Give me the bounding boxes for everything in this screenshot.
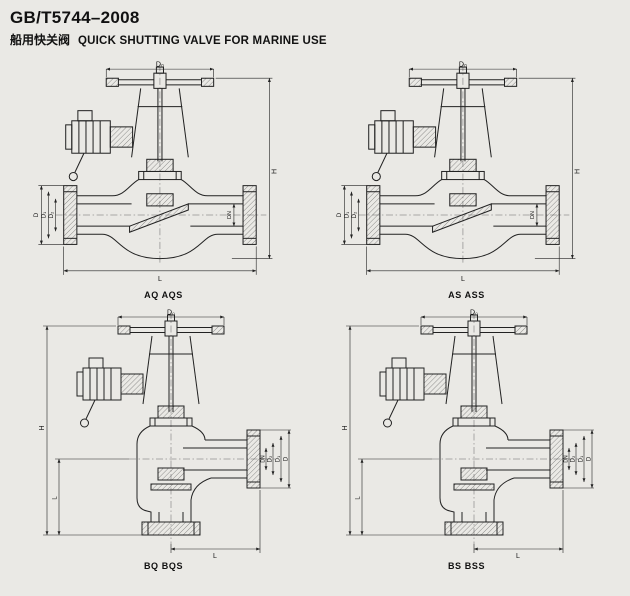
figure-bq-bqs: BQ BQS: [33, 308, 295, 571]
valve-drawing-bq-bqs: [33, 308, 295, 560]
title-chinese: 船用快关阀: [10, 33, 71, 47]
document-header: GB/T5744–2008 船用快关阀 QUICK SHUTTING VALVE …: [0, 0, 630, 48]
figure-label-aq-aqs: AQ AQS: [144, 290, 183, 300]
title-english: QUICK SHUTTING VALVE FOR MARINE USE: [78, 35, 327, 47]
figure-bs-bss: BS BSS: [336, 308, 598, 571]
figure-aq-aqs: AQ AQS: [33, 60, 295, 300]
figure-as-ass: AS ASS: [336, 60, 598, 300]
valve-drawing-bs-bss: [336, 308, 598, 560]
figure-grid: AQ AQS AS ASS BQ BQS BS BSS: [0, 48, 630, 571]
standard-number: GB/T5744–2008: [10, 8, 140, 27]
valve-drawing-aq-aqs: [33, 60, 295, 289]
document-subtitle: 船用快关阀 QUICK SHUTTING VALVE FOR MARINE USE: [10, 31, 618, 48]
figure-label-as-ass: AS ASS: [448, 290, 485, 300]
figure-label-bs-bss: BS BSS: [447, 561, 486, 571]
valve-drawing-as-ass: [336, 60, 598, 289]
figure-label-bq-bqs: BQ BQS: [143, 561, 184, 571]
